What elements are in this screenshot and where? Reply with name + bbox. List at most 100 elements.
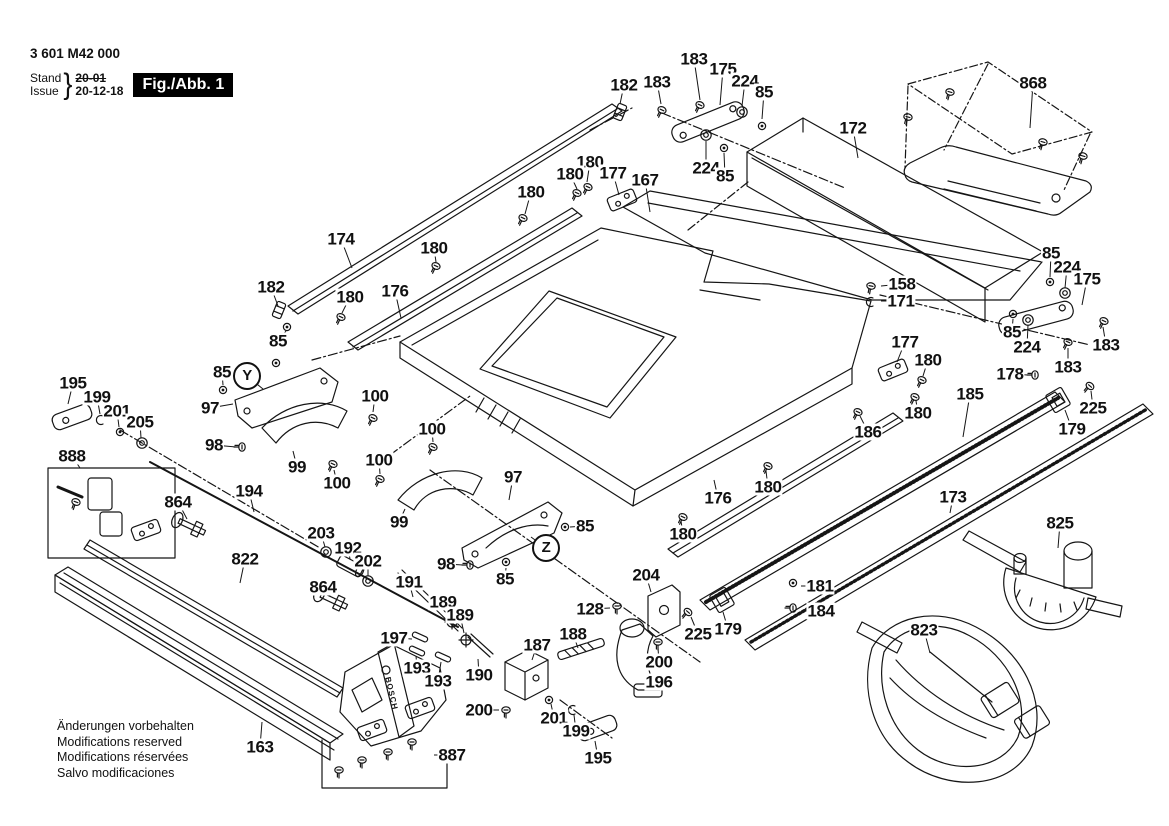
leader-line [1057, 522, 1061, 549]
table-top [399, 227, 872, 507]
leader-line [277, 330, 287, 342]
leader-line [719, 68, 724, 106]
leader-line [508, 476, 514, 501]
leader-line [415, 655, 418, 669]
leader-line [322, 586, 331, 597]
miter-gauge-825 [962, 530, 1123, 631]
leader-line [569, 173, 578, 190]
leader-line [221, 371, 224, 386]
leader-line [408, 581, 414, 598]
leader-line [431, 428, 434, 443]
stand-date: 20-01 [75, 70, 107, 85]
issue-date: 20-12-18 [75, 83, 124, 98]
legal-notes: Änderungen vorbehalten Modifications res… [57, 719, 194, 781]
leader-line [239, 558, 246, 584]
rail-176-upper [347, 207, 583, 351]
leader-line [569, 525, 586, 528]
leader-line [341, 296, 351, 314]
leader-line [1064, 266, 1068, 289]
leader-line [761, 91, 765, 120]
stand-label: Stand [30, 70, 62, 85]
leader-line [550, 703, 555, 719]
leader-line [67, 382, 74, 405]
leader-line [1026, 324, 1029, 348]
leader-line [246, 375, 264, 390]
leader-line [442, 601, 451, 617]
trunnion-plate-97-lower [461, 501, 563, 569]
leader-line [962, 393, 971, 438]
leader-line [213, 444, 237, 448]
leader-line [340, 238, 353, 269]
leader-line [741, 80, 746, 107]
leader-line [248, 490, 255, 513]
leader-line [915, 400, 919, 414]
brace-glyph: } [63, 67, 73, 101]
leader-line [1090, 390, 1094, 409]
leader-line [923, 629, 931, 654]
leader-line [459, 614, 465, 634]
leader-line [209, 403, 234, 409]
rear-extension-167 [622, 190, 1043, 301]
fence-rail-822 [83, 539, 344, 698]
leader-line [333, 469, 338, 484]
trunnion-plate-97-upper [234, 367, 339, 429]
product-code: 3 601 M42 000 [30, 46, 121, 61]
leader-line [1029, 82, 1034, 129]
rail-176-lower [667, 412, 904, 558]
leader-line [177, 501, 188, 520]
leader-line [644, 179, 651, 213]
note-fr: Modifications réservées [57, 750, 189, 764]
leader-line [504, 567, 507, 580]
leader-line [437, 661, 442, 682]
leader-line [586, 161, 591, 183]
leader-line [722, 611, 729, 630]
leader-line [612, 172, 620, 196]
bolt-864-left [171, 511, 207, 538]
leader-line [922, 359, 929, 377]
leader-line [693, 58, 701, 101]
leader-line [477, 658, 480, 676]
leader-line [656, 81, 662, 105]
leader-line [594, 740, 599, 759]
leader-line [1064, 409, 1073, 430]
leader-line [270, 286, 279, 307]
leader-line [645, 574, 652, 593]
note-es: Salvo modificaciones [57, 765, 175, 780]
leader-line [713, 479, 719, 499]
title-block: 3 601 M42 000 Stand Issue } 20-01 20-12-… [30, 46, 234, 101]
leader-line [859, 415, 869, 433]
leader-line [880, 283, 903, 287]
leader-line [394, 290, 402, 319]
kit-box-888 [47, 467, 176, 559]
blade-guard-823 [856, 615, 1051, 783]
leader-line [116, 410, 120, 428]
leader-line [690, 616, 699, 635]
fence-163 [54, 566, 344, 761]
leader-line [320, 532, 326, 548]
leader-line [524, 191, 532, 215]
bracket-204 [647, 584, 681, 638]
leader-line [530, 536, 547, 549]
leader-line [433, 247, 437, 263]
leader-line [393, 637, 413, 640]
leader-line [347, 547, 351, 560]
leader-line [1081, 278, 1088, 306]
note-en: Modifications reserved [57, 734, 183, 749]
leader-line [1102, 326, 1107, 346]
leader-line [531, 644, 538, 661]
leader-line [372, 395, 376, 413]
leader-line [619, 84, 625, 105]
leader-line [573, 714, 577, 732]
throat-plate-868 [903, 61, 1093, 216]
leader-line [680, 520, 684, 535]
pin-190 [467, 633, 494, 658]
leader-line [139, 421, 142, 439]
leader-line [445, 563, 464, 566]
leader-line [1049, 252, 1052, 278]
leader-line [259, 721, 263, 748]
leader-line [949, 496, 954, 514]
leader-line [572, 633, 579, 649]
leader-line [765, 470, 769, 488]
